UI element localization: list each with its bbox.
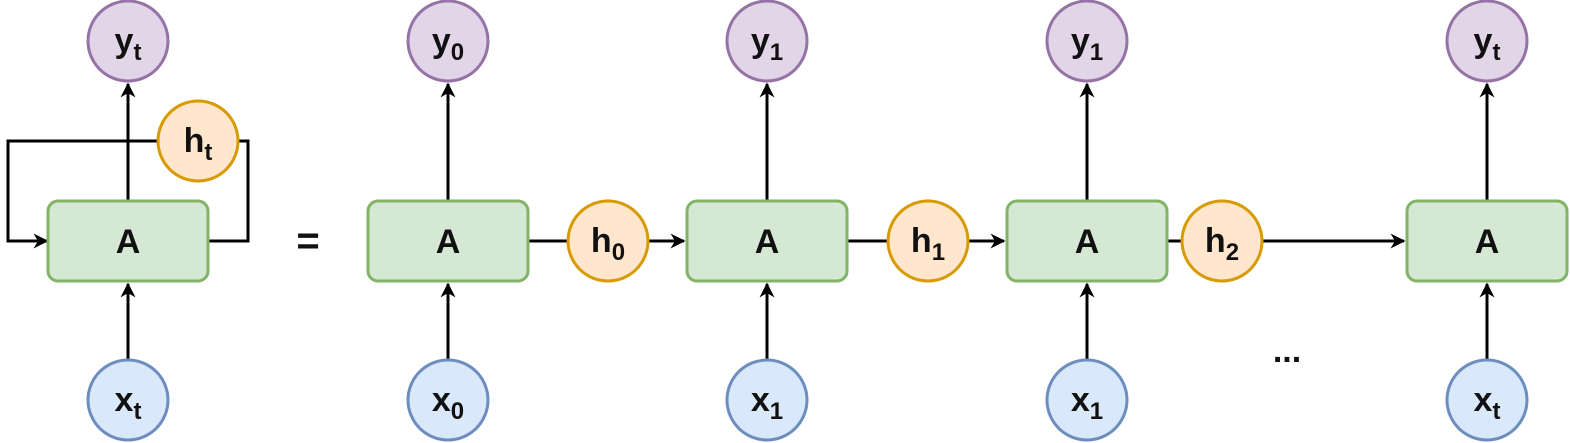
input-x-3: xt [1445,358,1529,442]
input-base: x [115,381,134,419]
cell-label: A [1475,223,1500,261]
cell-a-2: A [1005,199,1169,283]
svg-text:ht: ht [184,122,213,166]
input-x-2-base: x [1071,381,1090,419]
output-y-0-base: y [432,22,451,60]
hidden-h-1-subscript: 1 [932,239,945,266]
folded-hidden-h: ht [156,99,240,183]
cell-label: A [436,223,461,261]
input-subscript: t [133,398,141,425]
output-y-0-subscript: 0 [451,39,464,66]
input-x-2: x1 [1045,358,1129,442]
cell-label: A [1075,223,1100,261]
svg-text:xt: xt [1474,381,1501,425]
svg-text:x0: x0 [432,381,464,425]
svg-text:xt: xt [115,381,142,425]
input-x-2-subscript: 1 [1090,398,1103,425]
svg-text:y1: y1 [1071,22,1103,66]
input-x-0-subscript: 0 [451,398,464,425]
recurrent-loop-edge [6,139,250,241]
folded-cell-a: A [46,199,210,283]
hidden-subscript: t [204,139,212,166]
hidden-h-1-base: h [911,222,932,260]
output-y-1: y1 [725,0,809,83]
cell-label: A [755,223,780,261]
input-x-1-subscript: 1 [770,398,783,425]
svg-text:y1: y1 [751,22,783,66]
cell-a-0: A [366,199,530,283]
hidden-h-0: h0 [566,199,650,283]
output-y-0: y0 [406,0,490,83]
input-x-1: x1 [725,358,809,442]
output-base: y [115,22,134,60]
output-y-2-subscript: 1 [1090,39,1103,66]
hidden-h-2-subscript: 2 [1226,239,1239,266]
svg-text:yt: yt [115,22,142,66]
output-y-2: y1 [1045,0,1129,83]
svg-text:y0: y0 [432,22,464,66]
input-x-3-subscript: t [1492,398,1500,425]
input-x-1-base: x [751,381,770,419]
hidden-h-0-subscript: 0 [612,239,625,266]
input-x-3-base: x [1474,381,1493,419]
folded-input-x: xt [86,358,170,442]
svg-text:h0: h0 [591,222,625,266]
svg-text:x1: x1 [1071,381,1103,425]
output-y-3-base: y [1474,22,1493,60]
input-x-0-base: x [432,381,451,419]
hidden-h-1: h1 [886,199,970,283]
output-y-2-base: y [1071,22,1090,60]
output-y-3: yt [1445,0,1529,83]
cell-label: A [116,223,141,261]
svg-text:yt: yt [1474,22,1501,66]
output-y-1-subscript: 1 [770,39,783,66]
svg-text:h1: h1 [911,222,945,266]
output-y-3-subscript: t [1492,39,1500,66]
hidden-h-2-base: h [1205,222,1226,260]
hidden-base: h [184,122,205,160]
svg-text:h2: h2 [1205,222,1239,266]
output-subscript: t [133,39,141,66]
folded-output-y: yt [86,0,170,83]
hidden-h-2: h2 [1180,199,1264,283]
cell-a-3: A [1405,199,1569,283]
input-x-0: x0 [406,358,490,442]
equals-sign: = [296,219,319,263]
output-y-1-base: y [751,22,770,60]
svg-text:x1: x1 [751,381,783,425]
ellipsis: ... [1273,332,1301,370]
folded-rnn: A yt ht xt [6,0,250,442]
hidden-h-0-base: h [591,222,612,260]
cell-a-1: A [685,199,849,283]
